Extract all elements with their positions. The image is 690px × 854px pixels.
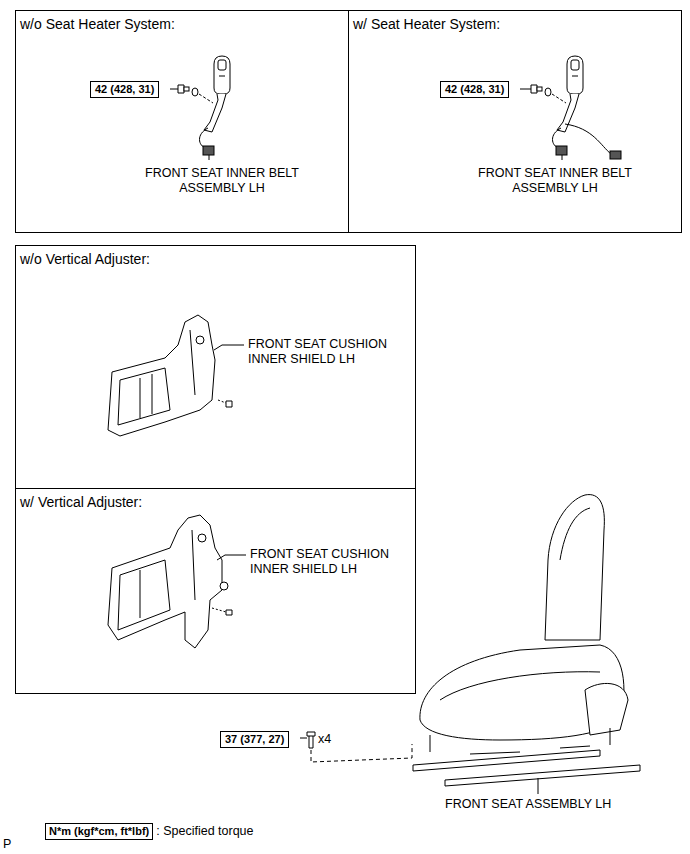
belt-assembly-illustration [209, 155, 210, 160]
seat-illustration [300, 738, 307, 739]
unit-box: N*m (kgf*cm, ft*lbf) [45, 823, 153, 840]
shield-illustration [108, 315, 215, 436]
shield-illustration [192, 530, 195, 600]
shield-illustration [140, 570, 141, 618]
belt-assembly-illustration [520, 89, 531, 90]
belt-assembly-illustration [545, 88, 551, 96]
belt-assembly-illustration [192, 88, 198, 96]
shield-illustration [108, 515, 246, 648]
panel-heading: w/o Seat Heater System: [20, 16, 175, 32]
belt-assembly-illustration [170, 89, 178, 90]
shield-illustration [196, 336, 204, 344]
belt-assembly-illustration [571, 60, 579, 70]
seat-illustration [545, 495, 604, 640]
belt-assembly-illustration [572, 76, 578, 77]
seat-illustration [430, 728, 610, 752]
belt-assembly-illustration [565, 124, 611, 154]
part-name: FRONT SEAT CUSHION INNER SHIELD LH [250, 547, 412, 577]
shield-illustration [190, 330, 195, 395]
torque-unit-legend: N*m (kgf*cm, ft*lbf): Specified torque [45, 821, 254, 840]
belt-assembly-illustration [553, 128, 562, 148]
shield-illustration [198, 534, 206, 542]
belt-assembly-illustration [531, 85, 537, 93]
panel-heading: w/ Seat Heater System: [353, 16, 500, 32]
seat-illustration [538, 778, 539, 794]
torque-callout: 37 (377, 27) [220, 731, 289, 748]
shield-illustration [118, 368, 170, 425]
belt-assembly-illustration [184, 87, 189, 91]
seat-illustration [300, 495, 640, 794]
shield-illustration [212, 608, 226, 612]
variant-panel: w/ Vertical Adjuster: [15, 488, 416, 694]
belt-assembly-illustration [520, 56, 621, 160]
shield-illustration [214, 345, 244, 350]
shield-illustration [108, 315, 244, 436]
belt-assembly-illustration [610, 151, 621, 159]
part-name: FRONT SEAT INNER BELT ASSEMBLY LH [475, 166, 635, 196]
belt-assembly-illustration [562, 155, 563, 160]
belt-assembly-illustration [531, 56, 621, 160]
torque-value: 42 (428, 31) [445, 83, 504, 95]
seat-illustration [560, 508, 590, 560]
unit-note: : Specified torque [156, 824, 253, 839]
belt-assembly-illustration [200, 128, 209, 148]
part-name: FRONT SEAT INNER BELT ASSEMBLY LH [142, 166, 302, 196]
variant-panel: w/ Seat Heater System: 42 (428, 31) [348, 10, 682, 233]
torque-callout: 42 (428, 31) [90, 81, 159, 98]
part-name: FRONT SEAT CUSHION INNER SHIELD LH [248, 337, 410, 367]
shield-illustration [220, 582, 228, 590]
belt-assembly-illustration [567, 56, 583, 94]
seat-illustration [585, 683, 628, 735]
seat-illustration [470, 746, 590, 754]
belt-assembly-illustration [218, 60, 226, 70]
belt-assembly-illustration [203, 146, 214, 155]
shield-illustration [217, 555, 246, 560]
quantity-note: x4 [318, 732, 331, 747]
belt-assembly-illustration [204, 94, 226, 132]
belt-assembly-illustration [170, 56, 230, 160]
shield-illustration [118, 560, 170, 630]
torque-value: 37 (377, 27) [225, 733, 284, 745]
variant-panel: w/o Seat Heater System: 42 (428, 31) [15, 10, 349, 233]
panel-heading: w/ Vertical Adjuster: [20, 494, 142, 510]
belt-assembly-illustration [214, 56, 230, 94]
seat-illustration [309, 736, 313, 748]
seat-illustration [307, 732, 315, 736]
figure-code: P [3, 837, 11, 852]
belt-assembly-illustration [556, 146, 567, 155]
shield-illustration [226, 610, 232, 615]
seat-illustration [413, 750, 600, 771]
belt-assembly-illustration [552, 94, 566, 103]
belt-assembly-illustration [199, 94, 213, 103]
part-name: FRONT SEAT ASSEMBLY LH [445, 797, 611, 812]
panel-heading: w/o Vertical Adjuster: [20, 251, 150, 267]
seat-illustration [445, 765, 640, 786]
shield-illustration [218, 400, 226, 403]
torque-value: 42 (428, 31) [95, 83, 154, 95]
shield-illustration [140, 374, 152, 418]
belt-assembly-illustration [537, 87, 542, 91]
shield-illustration [108, 515, 222, 648]
shield-illustration [226, 401, 232, 407]
belt-assembly-illustration [178, 85, 184, 93]
torque-callout: 42 (428, 31) [440, 81, 509, 98]
belt-assembly-illustration [219, 76, 225, 77]
seat-illustration [440, 672, 600, 700]
variant-panel: w/o Vertical Adjuster: [15, 245, 416, 489]
